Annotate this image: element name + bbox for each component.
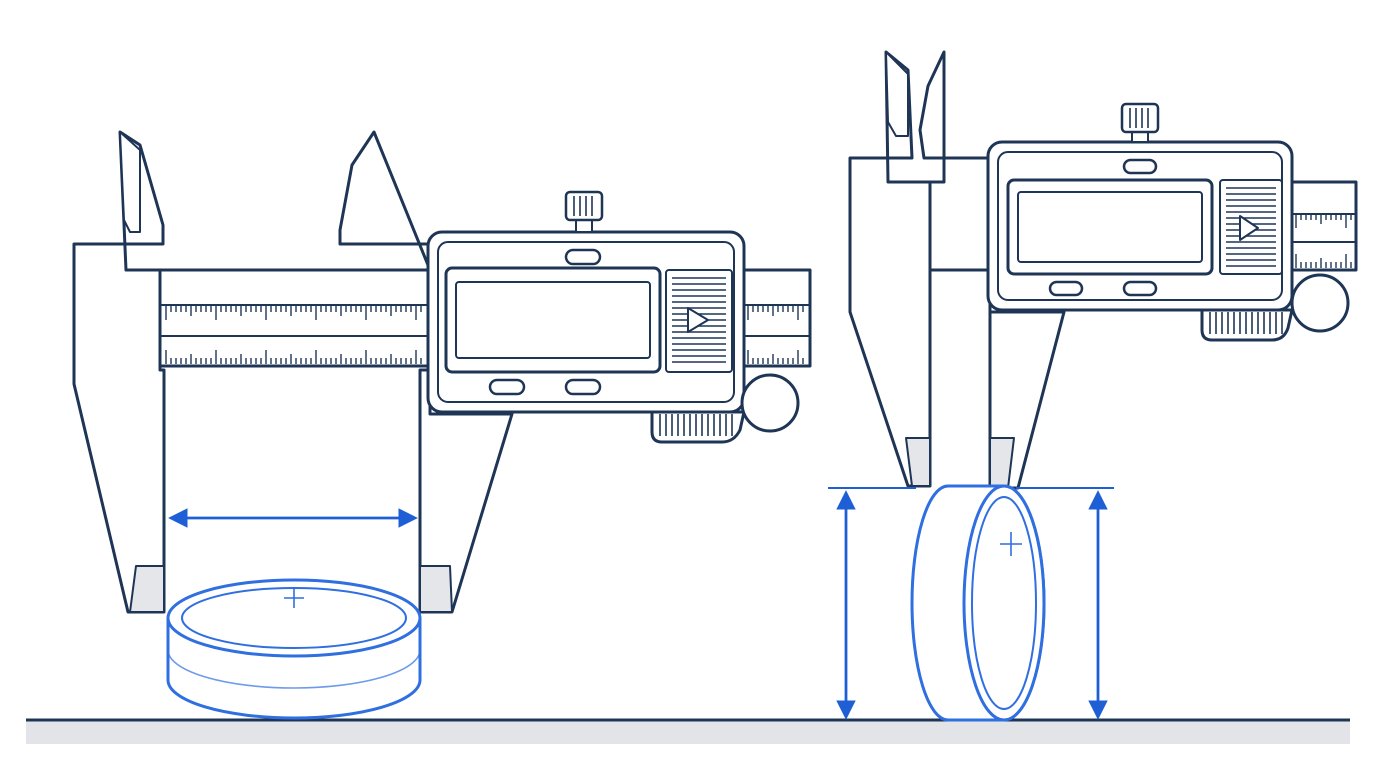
zero-button bbox=[488, 378, 526, 396]
sliding-jaw bbox=[918, 50, 1066, 490]
plus-terminal-icon bbox=[284, 588, 304, 608]
lcd-display-icon bbox=[444, 266, 662, 374]
mode-button bbox=[1122, 280, 1158, 297]
coin-battery-flat bbox=[166, 578, 422, 720]
coin-battery-edge bbox=[910, 484, 1046, 722]
mode-button bbox=[564, 378, 602, 396]
display-housing bbox=[426, 190, 800, 444]
play-triangle-icon bbox=[1239, 215, 1259, 241]
depth-wheel bbox=[1290, 273, 1350, 333]
thumb-wheel-icon bbox=[564, 190, 604, 233]
caliper-right bbox=[848, 50, 1358, 490]
fixed-jaw-inner-tip bbox=[119, 131, 141, 233]
speaker-grille bbox=[665, 269, 733, 373]
roller-knob bbox=[650, 410, 746, 444]
scale-ticks-left bbox=[165, 306, 804, 364]
caliper-left bbox=[72, 130, 812, 614]
top-button bbox=[1122, 158, 1158, 175]
fixed-jaw bbox=[848, 50, 932, 488]
fixed-jaw-inner-tip bbox=[885, 51, 909, 137]
jaw-pad-right bbox=[419, 565, 453, 613]
fixed-jaw bbox=[72, 130, 166, 614]
zero-button bbox=[1048, 280, 1084, 297]
depth-wheel bbox=[740, 373, 800, 433]
display-housing bbox=[986, 102, 1350, 342]
lcd-display-icon bbox=[1006, 178, 1214, 276]
ground bbox=[26, 718, 1350, 744]
thumb-wheel-icon bbox=[1120, 102, 1160, 143]
play-triangle-icon bbox=[687, 307, 709, 333]
top-button bbox=[564, 248, 602, 266]
jaw-pad-left bbox=[905, 437, 931, 487]
plus-terminal-icon bbox=[1000, 532, 1022, 556]
speaker-grille bbox=[1219, 179, 1283, 275]
jaw-pad-left bbox=[129, 565, 165, 613]
height-dimension bbox=[828, 487, 1114, 720]
